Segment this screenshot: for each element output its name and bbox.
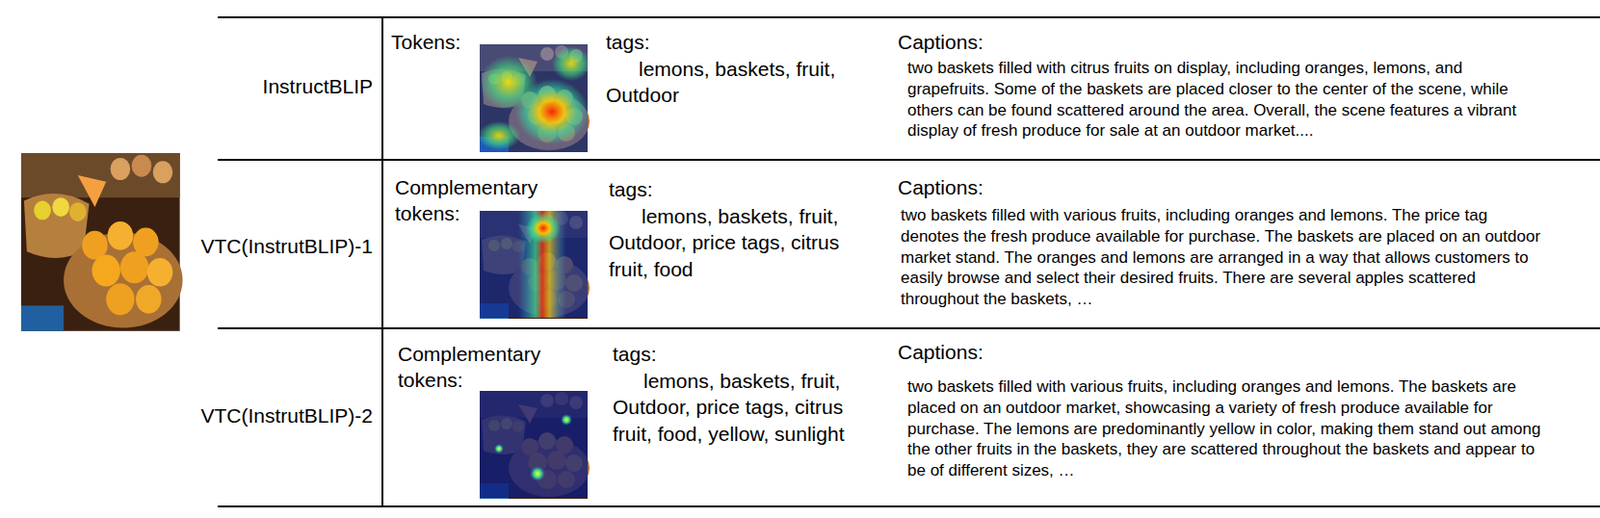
token-heatmap <box>477 44 591 153</box>
column-heading: tags: <box>612 340 709 368</box>
input-photo <box>21 153 184 332</box>
column-heading: Complementary tokens: <box>394 174 554 228</box>
complementary-heatmap <box>479 391 590 499</box>
column-heading: Tokens: <box>391 28 476 55</box>
caption-text: two baskets filled with various fruits, … <box>907 376 1548 482</box>
tag-list: lemons, baskets, fruit, Outdoor, price t… <box>612 367 875 447</box>
column-heading: tags: <box>608 176 706 203</box>
column-heading: Captions: <box>897 339 1091 366</box>
caption-text: two baskets filled with citrus fruits on… <box>907 57 1548 142</box>
column-heading: Captions: <box>897 28 1091 55</box>
table-rules <box>217 17 1600 507</box>
tag-list: lemons, baskets, fruit, Outdoor <box>605 55 865 109</box>
row-label: VTC(InstrutBLIP)-2 <box>182 402 373 429</box>
column-heading: tags: <box>605 28 703 55</box>
column-heading: Captions: <box>897 174 1091 201</box>
row-label: InstructBLIP <box>182 73 373 100</box>
caption-text: two baskets filled with various fruits, … <box>900 205 1547 311</box>
complementary-heatmap <box>479 210 590 319</box>
column-heading: Complementary tokens: <box>397 340 557 394</box>
row-label: VTC(InstrutBLIP)-1 <box>182 233 373 260</box>
tag-list: lemons, baskets, fruit, Outdoor, price t… <box>608 203 867 283</box>
